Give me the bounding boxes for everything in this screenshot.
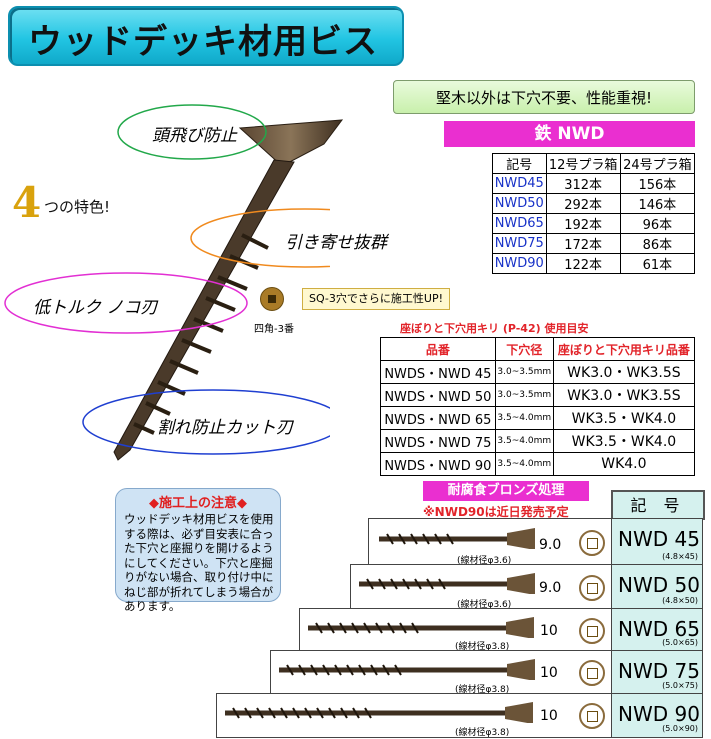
col-24box: 24号プラ箱	[619, 153, 696, 174]
square-drive-icon	[260, 287, 284, 311]
feature-count: 4	[12, 178, 42, 227]
code-header: 記 号	[611, 490, 705, 520]
feature-ellipses	[4, 104, 330, 455]
bronze-row: (線材径φ3.8) 10 NWD 65 (5.0×65)	[299, 608, 703, 652]
feature-head: 頭飛び防止	[152, 126, 237, 146]
bronze-row: (線材径φ3.8) 10 NWD 90 (5.0×90)	[216, 693, 703, 738]
page-title: ウッドデッキ材用ビス	[28, 22, 378, 62]
square-drive-icon	[579, 618, 605, 644]
title-banner	[8, 6, 404, 66]
ellipse-blue	[82, 389, 330, 455]
square-drive-icon	[579, 703, 605, 729]
square-drive-icon	[579, 575, 605, 601]
bronze-note: ※NWD90は近日発売予定	[423, 505, 569, 519]
caution-body: ウッドデッキ材用ビスを使用する際は、必ず目安表に合った下穴と座掘りを開けるように…	[124, 512, 274, 613]
ellipse-green	[117, 104, 267, 160]
screw-45-icon	[379, 528, 535, 549]
table-header: 品番 下穴径 座ぼりと下穴用キリ品番	[380, 337, 696, 361]
sq-caption: 四角-3番	[254, 324, 294, 335]
bronze-row: (線材径φ3.6) 9.0 NWD 45 (4.8×45)	[368, 518, 703, 566]
screw-65-icon	[308, 617, 534, 638]
square-drive-icon	[579, 530, 605, 556]
col-code: 記号	[492, 153, 547, 174]
feature-cut: 割れ防止カット刃	[157, 418, 293, 438]
bronze-row: (線材径φ3.8) 10 NWD 75 (5.0×75)	[270, 650, 703, 695]
bronze-row: (線材径φ3.6) 9.0 NWD 50 (4.8×50)	[350, 564, 703, 610]
screw-illustration	[113, 119, 344, 461]
screw-75-icon	[279, 659, 535, 680]
ellipse-magenta	[4, 272, 248, 334]
caution-title: ◆施工上の注意◆	[149, 496, 247, 511]
col-12box: 12号プラ箱	[545, 153, 621, 174]
sq-note: SQ-3穴でさらに施工性UP!	[302, 288, 450, 310]
feature-torque: 低トルク ノコ刃	[33, 298, 158, 318]
drill-caption: 座ぼりと下穴用キリ (P-42) 使用目安	[400, 322, 589, 335]
caution-box	[115, 488, 281, 602]
iron-header: 鉄 NWD	[444, 121, 695, 147]
feature-count-label: つの特色!	[44, 198, 111, 216]
screw-90-icon	[225, 702, 533, 723]
square-drive-icon	[579, 660, 605, 686]
ellipse-orange	[190, 208, 330, 268]
subtitle: 堅木以外は下穴不要、性能重視!	[393, 80, 695, 114]
feature-pull: 引き寄せ抜群	[285, 233, 387, 253]
screw-50-icon	[359, 573, 535, 594]
bronze-header: 耐腐食ブロンズ処理	[423, 481, 589, 501]
table-header: 記号 12号プラ箱 24号プラ箱	[492, 153, 696, 174]
